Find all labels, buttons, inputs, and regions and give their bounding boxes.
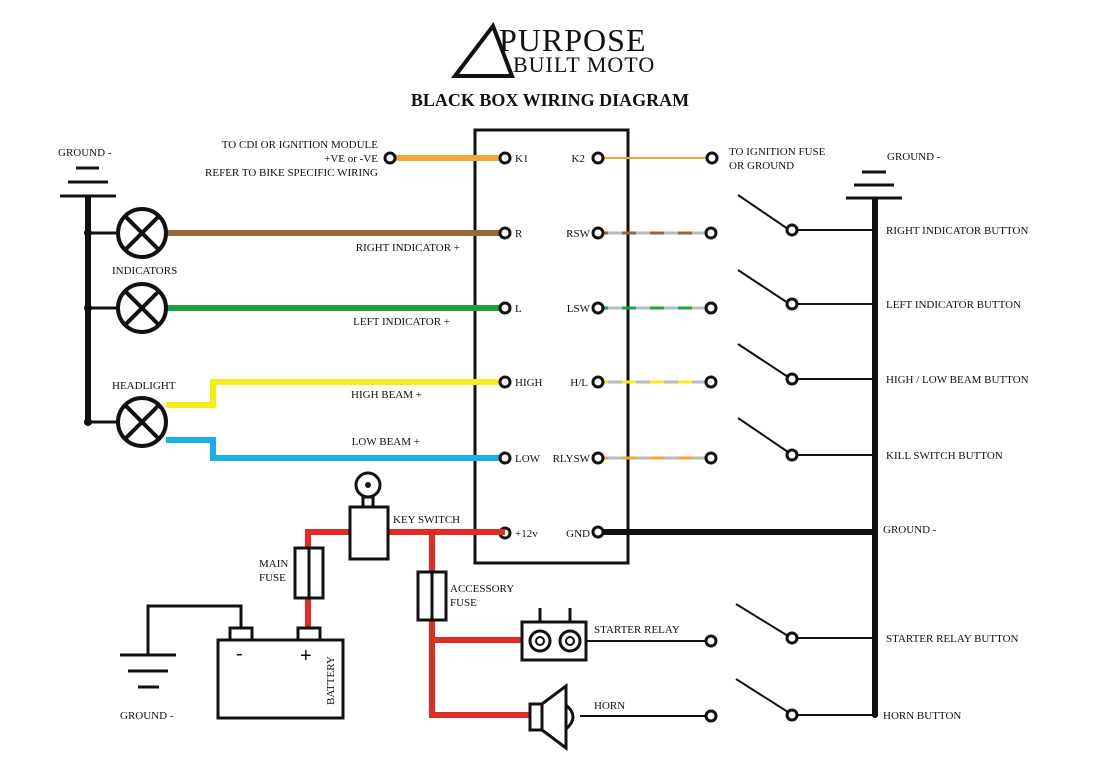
svg-text:R: R [515, 228, 523, 240]
accessory-fuse-icon [416, 570, 448, 622]
high-beam-wire [166, 379, 505, 408]
kill-switch [704, 417, 878, 465]
low-beam-wire [166, 437, 505, 461]
left-pin-k1: K1 [498, 151, 528, 165]
right-pin-hl: H/L [570, 377, 588, 389]
svg-text:K2: K2 [572, 153, 585, 165]
key-switch-icon [348, 471, 390, 561]
right-indicator-lamp-icon [116, 207, 168, 259]
right-indicator-button-label: RIGHT INDICATOR BUTTON [886, 225, 1028, 237]
horn-icon [528, 683, 575, 751]
right-indicator-switch [704, 194, 878, 240]
right-ground-symbol [846, 170, 902, 200]
accessory-fuse-label-2: FUSE [450, 597, 477, 609]
indicators-label: INDICATORS [112, 265, 177, 277]
high-beam-label: HIGH BEAM + [351, 389, 422, 401]
cdi-label-1: TO CDI OR IGNITION MODULE [222, 139, 379, 151]
kill-switch-button-label: KILL SWITCH BUTTON [886, 450, 1003, 462]
right-pin-lsw: LSW [567, 303, 591, 315]
svg-text:L: L [515, 303, 522, 315]
low-beam-label: LOW BEAM + [352, 436, 420, 448]
right-pin-k2: K2 [572, 153, 585, 165]
bottom-left-ground-symbol [120, 653, 176, 689]
left-pin-high: HIGH [498, 375, 543, 389]
battery-label: BATTERY [325, 656, 337, 705]
svg-text:LSW: LSW [567, 303, 591, 315]
ground-right-label: GROUND - [887, 151, 941, 163]
key-switch-label: KEY SWITCH [393, 514, 460, 526]
svg-text:RSW: RSW [566, 228, 590, 240]
horn-label: HORN [594, 700, 625, 712]
accessory-fuse-label-1: ACCESSORY [450, 583, 514, 595]
ground-mid-label: GROUND - [883, 524, 937, 536]
black-box [473, 128, 630, 565]
ignition-label-2: OR GROUND [729, 160, 794, 172]
cdi-terminal [383, 151, 397, 165]
left-indicator-switch [704, 269, 878, 315]
left-indicator-button-label: LEFT INDICATOR BUTTON [886, 299, 1021, 311]
main-fuse-icon [293, 546, 325, 600]
left-pin-l: L [498, 301, 522, 315]
svg-text:RLYSW: RLYSW [553, 453, 591, 465]
horn-button-label: HORN BUTTON [883, 710, 961, 722]
headlight-label: HEADLIGHT [112, 380, 176, 392]
svg-text:K1: K1 [515, 153, 528, 165]
logo-line1: PURPOSE [499, 22, 647, 58]
starter-relay-button-label: STARTER RELAY BUTTON [886, 633, 1019, 645]
right-pin-rlysw: RLYSW [553, 453, 591, 465]
high-low-button-label: HIGH / LOW BEAM BUTTON [886, 374, 1029, 386]
starter-relay-icon [520, 608, 588, 662]
right-indicator-label: RIGHT INDICATOR + [356, 242, 460, 254]
right-pin-gnd: GND [566, 528, 590, 540]
left-pin-12v: +12v [498, 526, 538, 540]
logo-line2: BUILT MOTO [513, 52, 655, 77]
svg-text:+12v: +12v [515, 528, 538, 540]
starter-relay-switch [704, 603, 878, 648]
diagram-title: BLACK BOX WIRING DIAGRAM [411, 90, 689, 110]
headlight-lamp-icon [116, 396, 168, 448]
logo-triangle [450, 21, 515, 78]
left-pin-r: R [498, 226, 523, 240]
left-indicator-lamp-icon [116, 282, 168, 334]
horn-switch [704, 678, 878, 723]
cdi-label-2: +VE or -VE [324, 153, 378, 165]
starter-relay-label: STARTER RELAY [594, 624, 680, 636]
ground-left-label: GROUND - [58, 147, 112, 159]
high-low-switch [704, 343, 878, 389]
right-pin-rsw: RSW [566, 228, 590, 240]
svg-text:HIGH: HIGH [515, 377, 543, 389]
left-indicator-label: LEFT INDICATOR + [353, 316, 450, 328]
main-fuse-label-2: FUSE [259, 572, 286, 584]
svg-text:GND: GND [566, 528, 590, 540]
left-ground-symbol [60, 166, 116, 198]
battery-plus-label: + [300, 645, 312, 667]
left-pin-low: LOW [498, 451, 541, 465]
battery-minus-label: - [236, 643, 243, 665]
svg-text:LOW: LOW [515, 453, 541, 465]
logo: PURPOSE BUILT MOTO [450, 21, 655, 78]
battery-icon [146, 604, 345, 720]
main-fuse-label-1: MAIN [259, 558, 288, 570]
svg-text:H/L: H/L [570, 377, 588, 389]
cdi-label-3: REFER TO BIKE SPECIFIC WIRING [205, 167, 378, 179]
ground-bottom-label: GROUND - [120, 710, 174, 722]
ignition-label-1: TO IGNITION FUSE [729, 146, 826, 158]
